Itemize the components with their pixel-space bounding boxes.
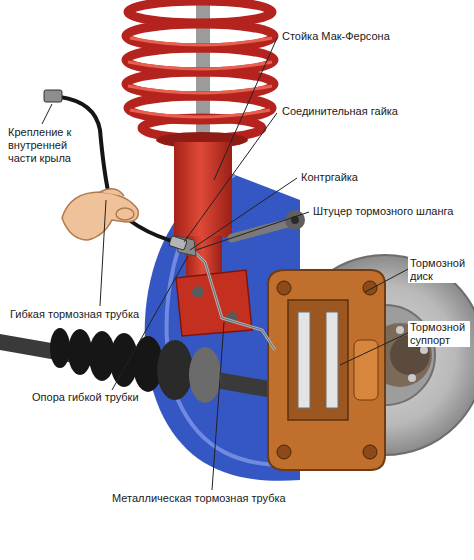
part-label: Контргайка [299,171,360,184]
part-label: Опора гибкой трубки [30,391,141,404]
part-label: Тормозной диск [408,257,470,283]
part-label: Стойка Мак-Ферсона [280,30,392,43]
part-label: Металлическая тормозная трубка [110,492,288,505]
leader-line [42,38,410,490]
part-label: Гибкая тормозная трубка [8,308,141,321]
part-label: Штуцер тормозного шланга [311,205,455,218]
part-label: Тормозной суппорт [408,321,470,347]
part-label: Крепление к внутренней части крыла [6,126,94,165]
part-label: Соединительная гайка [280,105,400,118]
